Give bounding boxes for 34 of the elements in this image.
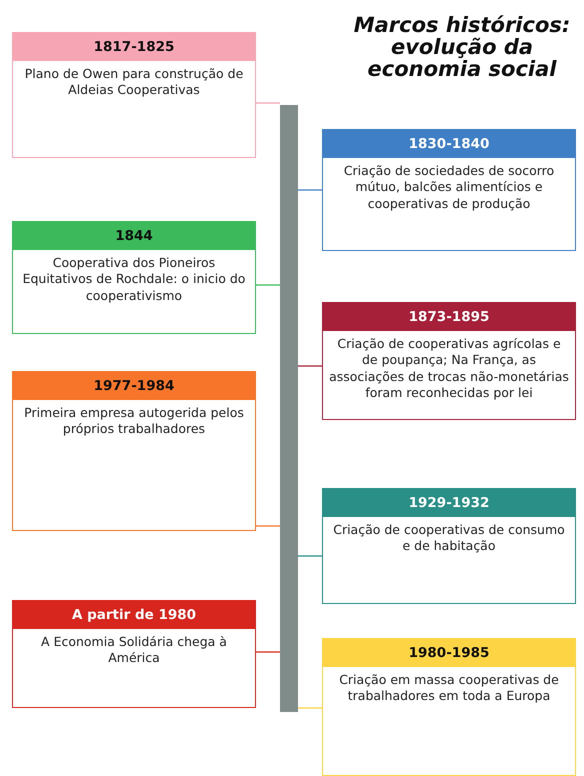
diagram-title: Marcos históricos: evolução da economia social [352, 14, 572, 80]
event-description: Criação em massa cooperativas de trabalhadores em toda a Europa [338, 671, 560, 706]
connector-line [298, 707, 322, 709]
event-description: Primeira empresa autogerida pelos próprios trabalhadores [23, 404, 245, 438]
connector-line [256, 284, 280, 286]
connector-line [298, 365, 322, 367]
timeline-bar [280, 105, 298, 712]
event-card [12, 32, 256, 158]
year-heading: 1980-1985 [323, 639, 575, 667]
event-card [322, 302, 576, 420]
event-description: Criação de cooperativas de consumo e de habitação [332, 521, 566, 556]
year-heading: 1844 [13, 222, 255, 250]
connector-line [256, 651, 280, 653]
connector-line [298, 555, 322, 557]
year-heading: 1817-1825 [13, 33, 255, 61]
connector-line [298, 189, 322, 191]
connector-line [256, 102, 280, 104]
year-heading: 1873-1895 [323, 303, 575, 331]
event-description: Criação de cooperativas agrícolas e de poupança; Na França, as associações de trocas não-monetárias foram reconhecidas por lei [328, 335, 570, 402]
event-card [12, 221, 256, 334]
connector-line [256, 525, 280, 527]
year-heading: 1929-1932 [323, 489, 575, 517]
event-description: Criação de sociedades de socorro mútuo, balcões alimentícios e cooperativas de produção [342, 162, 556, 213]
event-description: Cooperativa dos Pioneiros Equitativos de Rochdale: o inicio do cooperativismo [22, 254, 246, 305]
event-description: A Economia Solidária chega à América [40, 633, 228, 668]
event-description: Plano de Owen para construção de Aldeias Cooperativas [24, 65, 244, 100]
event-card [322, 488, 576, 604]
year-heading: A partir de 1980 [13, 601, 255, 629]
year-heading: 1977-1984 [13, 372, 255, 400]
event-card [12, 371, 256, 531]
event-card [12, 600, 256, 708]
event-card [322, 638, 576, 776]
event-card [322, 129, 576, 251]
year-heading: 1830-1840 [323, 130, 575, 158]
